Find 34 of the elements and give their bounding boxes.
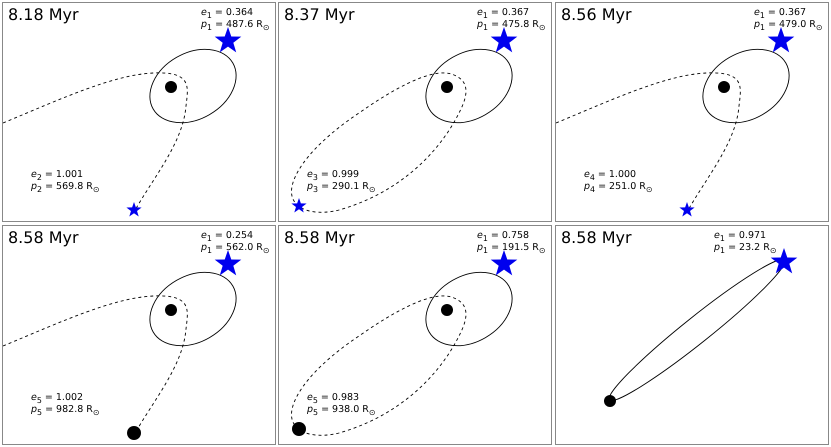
parameter-label: e$_{1}$ = 0.367 — [477, 8, 530, 20]
parameter-label: p$_{4}$ = 251.0 R$_{⊙}$ — [584, 182, 653, 194]
parameter-label: e$_{3}$ = 0.999 — [307, 170, 360, 182]
plot-panel — [555, 2, 829, 222]
time-label: 8.58 Myr — [284, 230, 355, 246]
time-label: 8.18 Myr — [8, 7, 79, 23]
parameter-label: p$_{1}$ = 562.0 R$_{⊙}$ — [201, 243, 270, 255]
parameter-label: p$_{1}$ = 487.6 R$_{⊙}$ — [201, 20, 270, 32]
plot-panel — [278, 225, 552, 445]
parameter-label: p$_{1}$ = 475.8 R$_{⊙}$ — [477, 20, 546, 32]
parameter-label: e$_{1}$ = 0.758 — [477, 231, 530, 243]
parameter-label: p$_{2}$ = 569.8 R$_{⊙}$ — [31, 182, 100, 194]
parameter-label: p$_{1}$ = 479.0 R$_{⊙}$ — [754, 20, 823, 32]
parameter-label: p$_{5}$ = 938.0 R$_{⊙}$ — [307, 405, 376, 417]
parameter-label: p$_{5}$ = 982.8 R$_{⊙}$ — [31, 405, 100, 417]
parameter-label: e$_{1}$ = 0.364 — [201, 8, 254, 20]
parameter-label: p$_{1}$ = 191.5 R$_{⊙}$ — [477, 243, 546, 255]
parameter-label: e$_{4}$ = 1.000 — [584, 170, 636, 182]
plot-panel — [2, 225, 276, 445]
time-label: 8.58 Myr — [561, 230, 632, 246]
plot-panel — [2, 2, 276, 222]
parameter-label: e$_{2}$ = 1.001 — [31, 170, 84, 182]
time-label: 8.58 Myr — [8, 230, 79, 246]
parameter-label: p$_{3}$ = 290.1 R$_{⊙}$ — [307, 182, 376, 194]
parameter-label: p$_{1}$ = 23.2 R$_{⊙}$ — [714, 243, 776, 255]
parameter-label: e$_{1}$ = 0.367 — [754, 8, 806, 20]
parameter-label: e$_{5}$ = 0.983 — [307, 393, 360, 405]
time-label: 8.56 Myr — [561, 7, 632, 23]
time-label: 8.37 Myr — [284, 7, 355, 23]
plot-panel — [278, 2, 552, 222]
parameter-label: e$_{1}$ = 0.254 — [201, 231, 254, 243]
plot-panel — [555, 225, 829, 445]
parameter-label: e$_{1}$ = 0.971 — [714, 231, 766, 243]
parameter-label: e$_{5}$ = 1.002 — [31, 393, 84, 405]
